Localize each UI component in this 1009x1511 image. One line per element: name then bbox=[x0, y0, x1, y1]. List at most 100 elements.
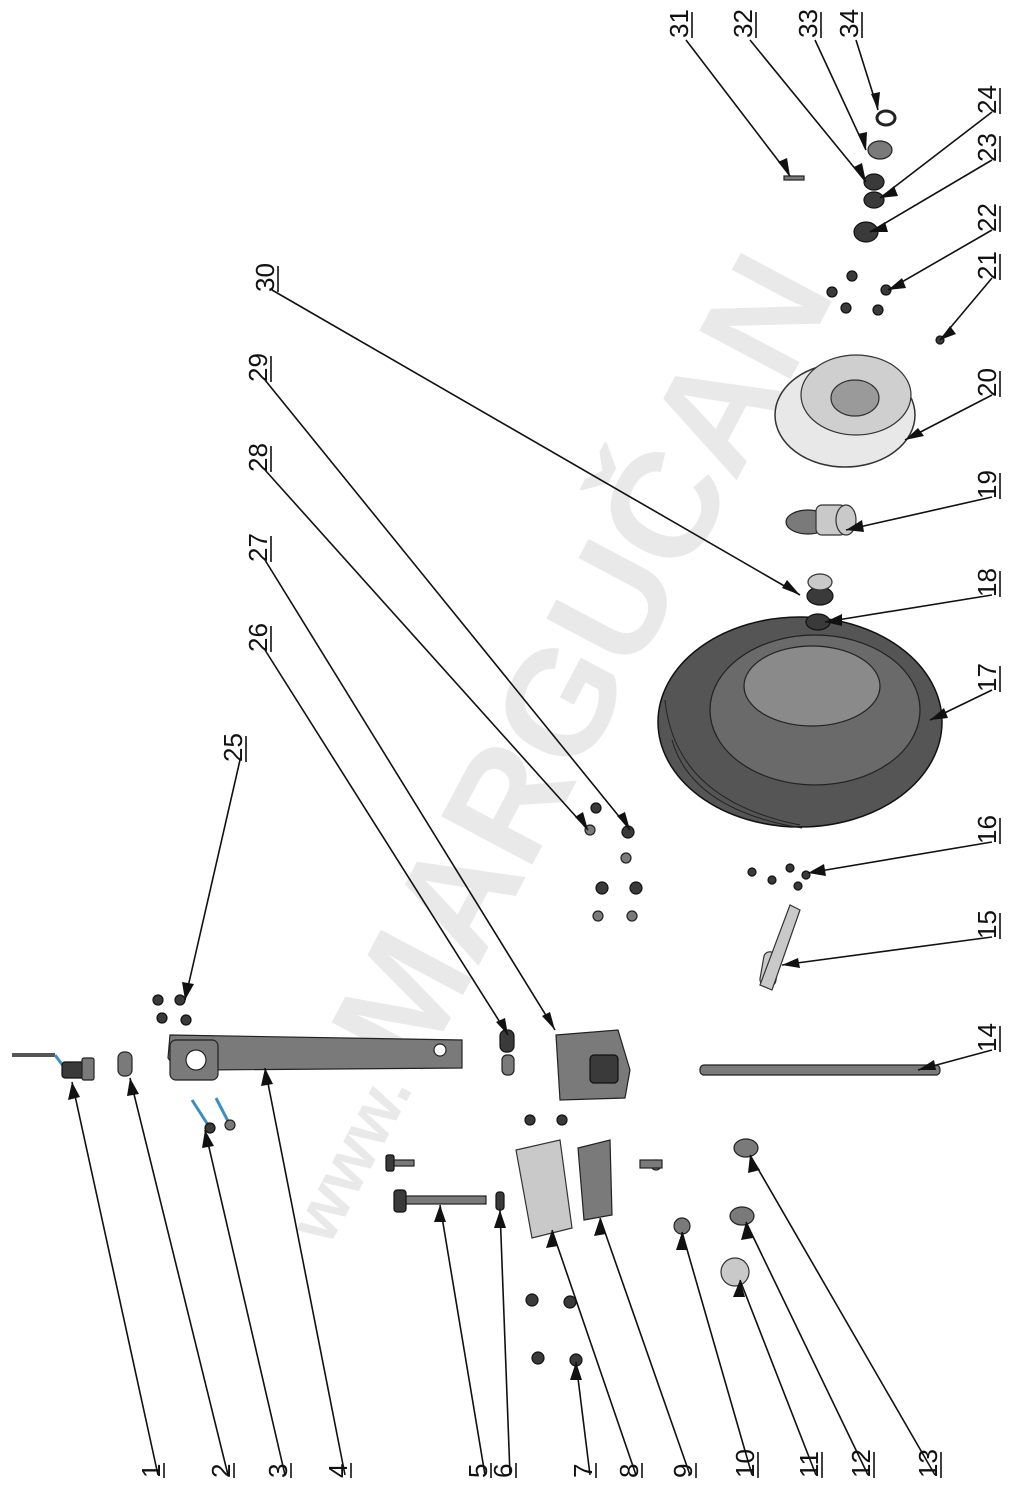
callout-number: 14 bbox=[972, 1023, 1002, 1052]
part-25-nuts bbox=[152, 994, 192, 1026]
part-28-29-nuts bbox=[584, 802, 643, 922]
callout-number: 19 bbox=[972, 470, 1002, 499]
callout-number: 10 bbox=[730, 1449, 760, 1478]
part-32-castle-nut bbox=[863, 173, 885, 191]
callout-number: 5 bbox=[463, 1464, 493, 1478]
part-20-rim bbox=[774, 354, 916, 468]
callout-number: 3 bbox=[263, 1464, 293, 1478]
callout-number: 30 bbox=[250, 263, 280, 292]
callout-number: 12 bbox=[846, 1449, 876, 1478]
callout-28: 28 bbox=[243, 443, 273, 472]
part-13-washer bbox=[733, 1138, 759, 1158]
callout-number: 2 bbox=[206, 1464, 236, 1478]
callout-number: 20 bbox=[972, 368, 1002, 397]
callout-number: 23 bbox=[972, 133, 1002, 162]
leader-lines bbox=[71, 39, 993, 1476]
part-33-grease-cap bbox=[867, 140, 893, 160]
callout-number: 11 bbox=[794, 1451, 824, 1478]
callout-number: 25 bbox=[218, 733, 248, 762]
callout-20: 20 bbox=[972, 368, 1002, 397]
callout-5: 5 bbox=[463, 1463, 493, 1478]
part-11-castle-nut bbox=[720, 1257, 750, 1287]
part-34-ring bbox=[875, 109, 897, 127]
callout-13: 13 bbox=[913, 1449, 943, 1478]
callout-8: 8 bbox=[614, 1463, 644, 1478]
callout-4: 4 bbox=[323, 1463, 353, 1478]
callout-number: 17 bbox=[972, 663, 1002, 692]
callout-number: 26 bbox=[243, 623, 273, 652]
callout-34: 34 bbox=[834, 9, 864, 38]
callout-number: 24 bbox=[972, 85, 1002, 114]
callout-23: 23 bbox=[972, 133, 1002, 162]
part-22-wheel-nuts bbox=[826, 270, 892, 316]
part-10-nut bbox=[673, 1217, 691, 1235]
callout-number: 16 bbox=[972, 815, 1002, 844]
callout-number: 9 bbox=[668, 1464, 698, 1478]
callout-14: 14 bbox=[972, 1023, 1002, 1052]
callout-number: 28 bbox=[243, 443, 273, 472]
callout-number: 33 bbox=[793, 9, 823, 38]
callout-32: 32 bbox=[728, 9, 758, 38]
callout-number: 15 bbox=[972, 910, 1002, 939]
callout-25: 25 bbox=[218, 733, 248, 762]
callout-number: 34 bbox=[834, 9, 864, 38]
callout-3: 3 bbox=[263, 1463, 293, 1478]
part-19-hub bbox=[785, 504, 857, 536]
callout-24: 24 bbox=[972, 85, 1002, 114]
callout-6: 6 bbox=[488, 1463, 518, 1478]
part-31-split-pin bbox=[783, 175, 805, 181]
part-14-axle-shaft bbox=[699, 1064, 941, 1076]
callout-7: 7 bbox=[568, 1463, 598, 1478]
part-12-washer bbox=[729, 1206, 755, 1226]
part-27-axle-bracket bbox=[555, 1029, 631, 1101]
callout-27: 27 bbox=[243, 533, 273, 562]
callout-10: 10 bbox=[730, 1449, 760, 1478]
part-1-jack-crank bbox=[12, 1053, 95, 1081]
part-5-long-bolt bbox=[385, 1154, 487, 1213]
callout-33: 33 bbox=[793, 9, 823, 38]
callout-15: 15 bbox=[972, 910, 1002, 939]
callout-1: 1 bbox=[136, 1463, 166, 1478]
part-small-nuts bbox=[524, 1114, 663, 1171]
part-7-bolts bbox=[525, 1293, 583, 1367]
arrowheads bbox=[68, 92, 956, 1380]
callout-19: 19 bbox=[972, 470, 1002, 499]
callout-12: 12 bbox=[846, 1449, 876, 1478]
callout-number: 29 bbox=[243, 353, 273, 382]
callout-number: 13 bbox=[913, 1449, 943, 1478]
callout-number: 7 bbox=[568, 1464, 598, 1478]
part-8-bracket bbox=[515, 1139, 573, 1239]
callout-2: 2 bbox=[206, 1463, 236, 1478]
callout-number: 1 bbox=[136, 1464, 166, 1478]
callout-number: 22 bbox=[972, 203, 1002, 232]
callout-16: 16 bbox=[972, 815, 1002, 844]
callout-number: 8 bbox=[614, 1464, 644, 1478]
callout-21: 21 bbox=[972, 251, 1002, 280]
callout-29: 29 bbox=[243, 353, 273, 382]
part-15-spindle bbox=[759, 904, 801, 991]
callout-number: 18 bbox=[972, 568, 1002, 597]
part-6-pin bbox=[495, 1191, 505, 1211]
callout-number: 32 bbox=[728, 9, 758, 38]
part-16-wheel-bolts bbox=[747, 863, 811, 891]
callout-number: 6 bbox=[488, 1464, 518, 1478]
part-30-bearing bbox=[807, 573, 833, 591]
part-3-bolts bbox=[190, 1097, 236, 1134]
callout-26: 26 bbox=[243, 623, 273, 652]
callout-30: 30 bbox=[250, 263, 280, 292]
callout-number: 27 bbox=[243, 533, 273, 562]
part-9-bracket bbox=[577, 1139, 613, 1221]
part-26-pins bbox=[499, 1029, 515, 1076]
callout-number: 21 bbox=[972, 251, 1002, 280]
part-2-pin bbox=[117, 1051, 133, 1077]
callout-17: 17 bbox=[972, 663, 1002, 692]
part-4-drawbar-arm bbox=[167, 1034, 463, 1081]
part-17-tyre bbox=[657, 616, 943, 829]
callout-9: 9 bbox=[668, 1463, 698, 1478]
callout-22: 22 bbox=[972, 203, 1002, 232]
callout-number: 31 bbox=[664, 9, 694, 38]
part-24-washer bbox=[863, 191, 885, 209]
